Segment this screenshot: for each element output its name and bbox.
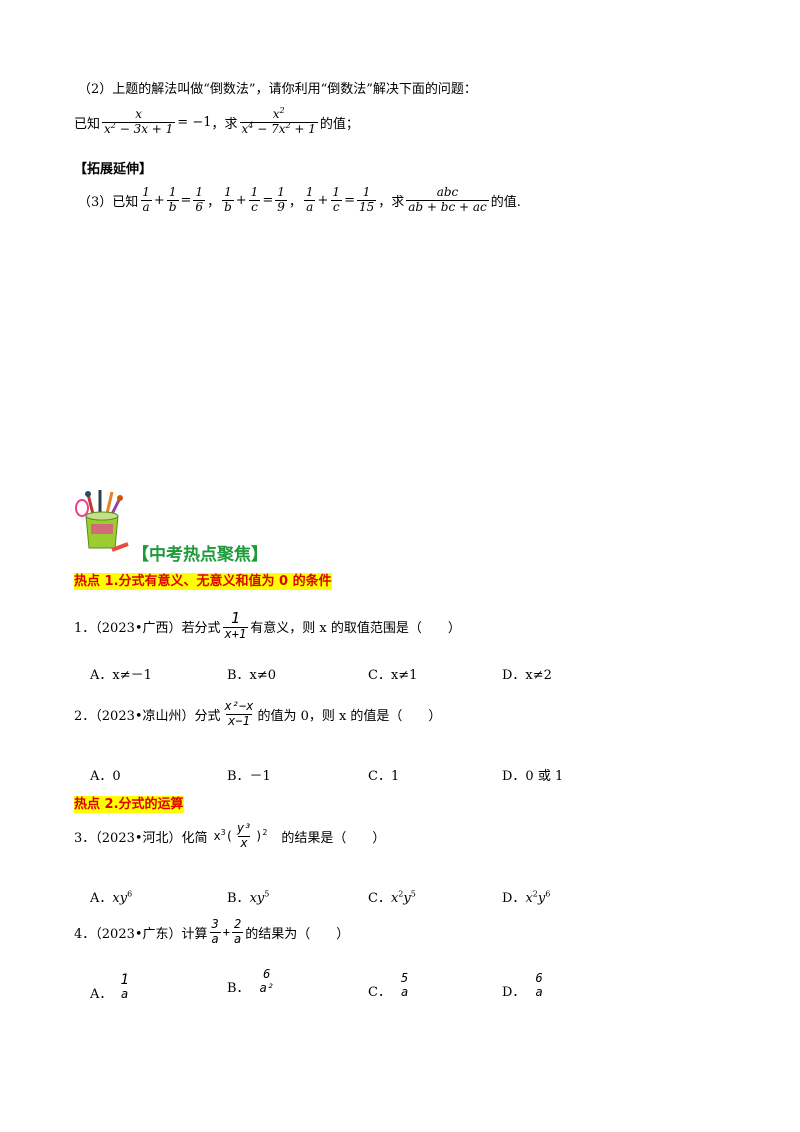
q1-option-b[interactable]: B．x≠0 <box>227 668 277 683</box>
equals-neg-one: = −1 <box>177 114 212 130</box>
q2-option-c[interactable]: C．1 <box>368 769 400 784</box>
section-title: 【中考热点聚焦】 <box>132 545 268 565</box>
q3-expression: x3( <box>213 828 233 844</box>
extension-heading: 【拓展延伸】 <box>74 162 153 177</box>
hot-topic-1: 热点 1.分式有意义、无意义和值为 0 的条件 <box>74 573 332 590</box>
q1-option-a[interactable]: A．x≠－1 <box>90 668 152 683</box>
part2-problem: 已知 x x2 − 3x + 1 = −1 ，求 x2 x4 − 7x2 + 1… <box>74 106 359 137</box>
q1-option-c[interactable]: C．x≠1 <box>368 668 418 683</box>
given-label: 已知 <box>74 116 101 132</box>
part2-intro: （2）上题的解法叫做“倒数法”，请你利用“倒数法”解决下面的问题： <box>78 82 477 97</box>
q1-option-d[interactable]: D．x≠2 <box>502 668 552 683</box>
ask-label: ，求 <box>211 116 238 132</box>
hot-topic-2: 热点 2.分式的运算 <box>74 796 184 813</box>
q3-option-a[interactable]: A．xy6 <box>90 889 133 906</box>
pencil-cup-icon <box>75 490 129 552</box>
q2-option-a[interactable]: A．0 <box>90 769 121 784</box>
fraction-2: x2 x4 − 7x2 + 1 <box>239 106 318 136</box>
q2-option-b[interactable]: B．－1 <box>227 769 271 784</box>
q3-option-c[interactable]: C．x2y5 <box>368 889 416 906</box>
q2-option-d[interactable]: D．0 或 1 <box>502 769 564 784</box>
fraction-1: x x2 − 3x + 1 <box>102 107 176 136</box>
q3-option-b[interactable]: B．xy5 <box>227 889 270 906</box>
tail-label: 的值； <box>319 116 359 132</box>
q3-option-d[interactable]: D．x2y6 <box>502 889 551 906</box>
